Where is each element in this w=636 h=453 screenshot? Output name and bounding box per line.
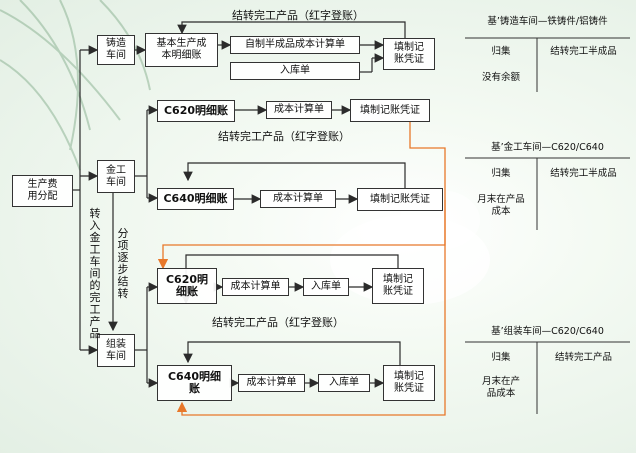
vertical-label-stepwise-transfer: 分项逐步结转 [117, 227, 129, 300]
transfer-label-mid: 结转完工产品（红字登账） [218, 130, 350, 143]
t-account-debit: 归集 [491, 352, 511, 363]
cost-sheet-box: 成本计算单 [260, 190, 336, 208]
warehouse-receipt-box: 入库单 [230, 62, 360, 80]
voucher-box: 填制记账凭证 [357, 188, 443, 211]
t-account-debit: 归集 [491, 46, 511, 57]
c620-detail-box: C620明 细账 [157, 268, 217, 304]
voucher-box: 填制记 账凭证 [383, 38, 435, 70]
production-cost-allocation-box: 生产费 用分配 [12, 175, 73, 207]
t-account-title: 基’铸造车间—铁铸件/铝铸件 [487, 16, 608, 27]
transfer-label-top: 结转完工产品（红字登账） [232, 9, 364, 22]
t-account-balance: 没有余额 [481, 72, 520, 83]
transfer-label-low: 结转完工产品（红字登账） [212, 316, 344, 329]
t-account-debit: 归集 [491, 168, 511, 179]
t-account-casting: 基’铸造车间—铁铸件/铝铸件 归集 结转完工半成品 没有余额 [465, 12, 630, 92]
t-account-balance: 月末在产品 成本 [477, 194, 525, 217]
t-account-metalworking: 基’金工车间—C620/C640 归集 结转完工半成品 月末在产品 成本 [465, 140, 630, 230]
cost-sheet-box: 成本计算单 [238, 374, 305, 392]
cost-sheet-box: 成本计算单 [222, 278, 289, 296]
t-account-balance: 月末在产 品成本 [481, 376, 520, 399]
t-account-credit: 结转完工产品 [554, 352, 612, 363]
warehouse-receipt-box: 入库单 [303, 278, 349, 296]
t-account-title: 基’组装车间—C620/C640 [491, 326, 604, 337]
warehouse-receipt-box: 入库单 [318, 374, 370, 392]
casting-ledger-box: 基本生产成 本明细账 [145, 33, 218, 67]
t-account-assembly: 基’组装车间—C620/C640 归集 结转完工产品 月末在产 品成本 [465, 324, 630, 414]
vertical-label-completed-products: 转入金工车间的完工产品 [89, 207, 101, 340]
c640-ledger-box: C640明细账 [157, 188, 234, 210]
c640-detail-box: C640明细 账 [157, 365, 232, 401]
t-account-credit: 结转完工半成品 [550, 168, 617, 179]
voucher-box: 填制记 账凭证 [383, 365, 435, 401]
cost-sheet-box: 成本计算单 [266, 101, 332, 119]
c620-ledger-box: C620明细账 [157, 100, 235, 122]
t-account-credit: 结转完工半成品 [550, 46, 617, 57]
voucher-box: 填制记账凭证 [350, 99, 430, 122]
metalworking-workshop-box: 金工 车间 [97, 160, 135, 193]
voucher-box: 填制记 账凭证 [372, 268, 424, 304]
assembly-workshop-box: 组装 车间 [97, 334, 135, 367]
t-account-title: 基’金工车间—C620/C640 [491, 142, 604, 153]
casting-workshop-box: 铸造 车间 [97, 35, 135, 65]
semi-finished-cost-sheet-box: 自制半成品成本计算单 [230, 36, 360, 54]
